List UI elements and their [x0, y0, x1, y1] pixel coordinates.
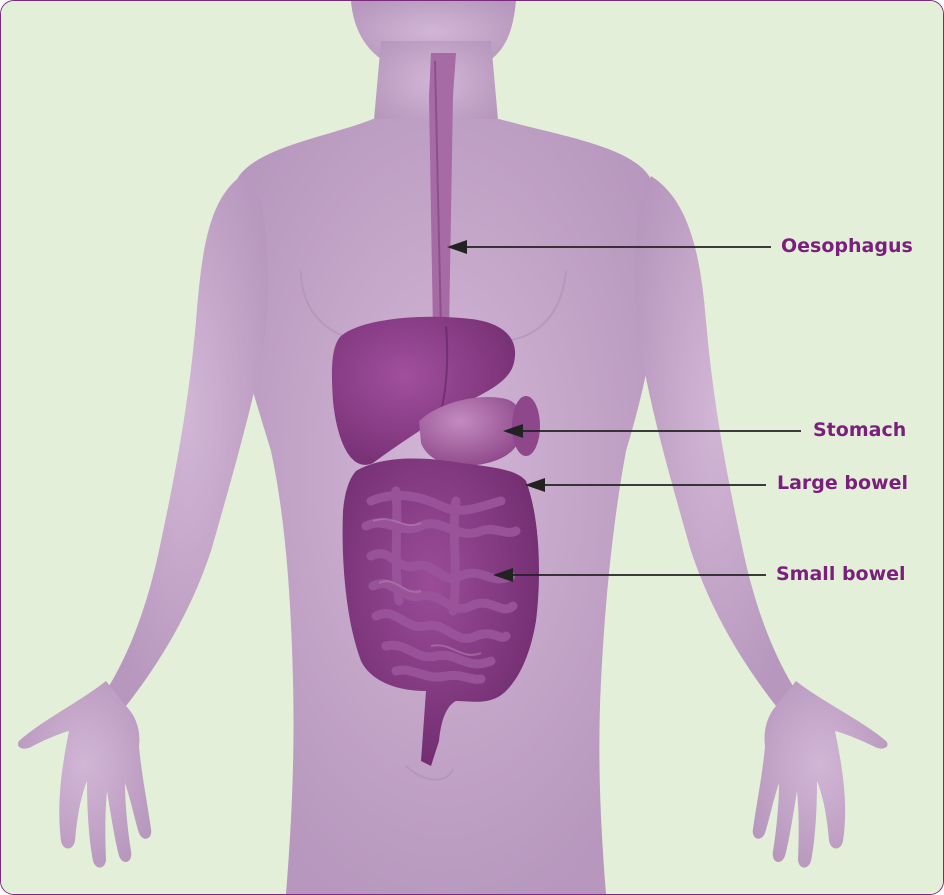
spleen-shape: [512, 396, 540, 456]
small-bowel-label: Small bowel: [776, 565, 906, 584]
large-bowel-label: Large bowel: [777, 474, 908, 493]
oesophagus-label: Oesophagus: [781, 237, 913, 256]
stomach-label: Stomach: [813, 421, 906, 440]
